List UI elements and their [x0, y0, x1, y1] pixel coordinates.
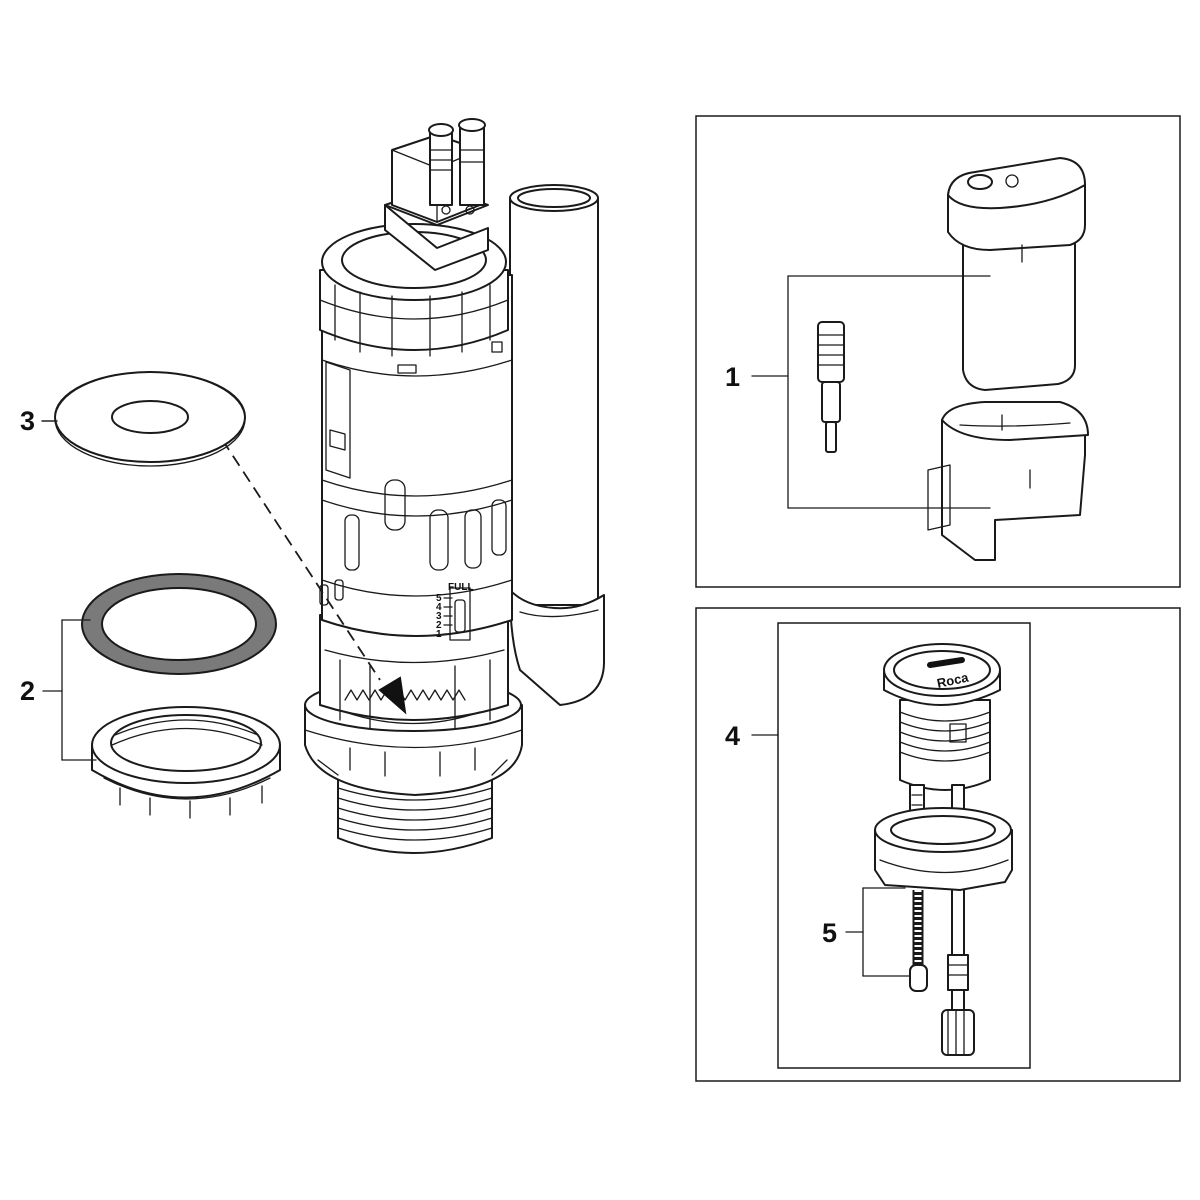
level-scale-full-label: FULL [448, 582, 474, 593]
panel-part-1: 1 [695, 115, 1181, 588]
assembly-arrow-icon [378, 676, 407, 715]
top-connector-module [384, 118, 489, 271]
valve-body [319, 274, 513, 641]
level-tick-2: 2 [436, 620, 442, 631]
level-tick-1: 1 [436, 629, 442, 640]
callout-label-5: 5 [822, 918, 837, 948]
callout-label-3: 3 [20, 406, 35, 436]
part-2-gasket-and-nut [80, 573, 281, 819]
lower-cage [319, 614, 509, 729]
panel-part-4: Roca 4 5 [695, 607, 1181, 1082]
callout-leader-lines-left [41, 420, 97, 761]
callout-label-4: 4 [725, 721, 740, 751]
level-tick-3: 3 [436, 611, 442, 622]
callout-leader-5 [845, 887, 911, 977]
part-3-flat-washer [41, 371, 246, 467]
callout-label-1: 1 [725, 362, 740, 392]
roca-logo-text: Roca [936, 669, 971, 690]
callout-leader-1 [751, 275, 991, 509]
overflow-tube [509, 184, 606, 706]
level-tick-4: 4 [436, 602, 442, 613]
level-tick-5: 5 [436, 593, 442, 604]
callout-label-2: 2 [20, 676, 35, 706]
flush-valve-assembly: FULL 5 4 3 2 1 [211, 118, 606, 854]
assembly-dashed-line [211, 423, 381, 681]
